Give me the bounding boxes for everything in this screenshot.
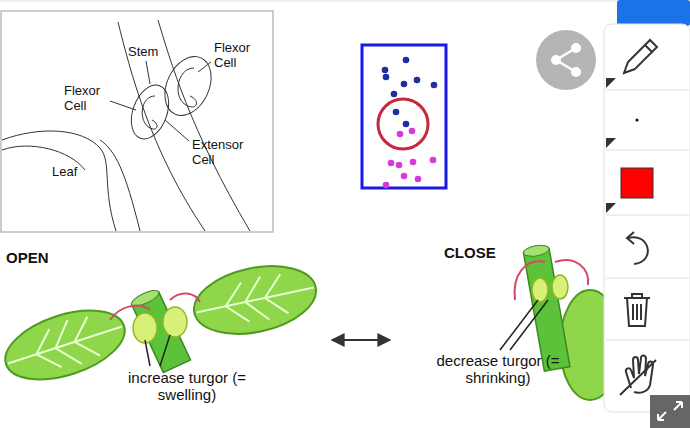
cell-figure	[1, 11, 273, 232]
sketch-dot	[401, 81, 408, 88]
hand-icon	[620, 360, 656, 395]
leader-line	[110, 101, 136, 110]
part-label: Flexor Cell	[64, 84, 110, 114]
shrunk-cell	[532, 278, 548, 302]
sketch-dot	[409, 128, 416, 135]
leaf	[192, 266, 319, 334]
sketch-dot	[388, 160, 395, 167]
sketch-dot	[397, 131, 404, 138]
part-label: Extensor Cell	[192, 138, 254, 168]
hand-icon	[620, 355, 656, 395]
flexor-cell-shape	[156, 49, 220, 123]
sketch-dot	[415, 176, 422, 183]
top-rule	[0, 1, 690, 2]
flexor-cell-shape	[124, 80, 175, 144]
share-button	[536, 30, 596, 90]
state-heading: CLOSE	[444, 244, 514, 261]
undo-icon	[627, 232, 634, 244]
sketch-dot	[431, 82, 438, 89]
cell-curl	[142, 96, 157, 129]
part-label: Stem	[128, 45, 168, 60]
swelling	[163, 307, 187, 337]
double-arrow	[332, 339, 390, 341]
swelling	[133, 313, 157, 343]
leader-line	[198, 62, 211, 72]
sketch-dot	[401, 173, 408, 180]
part-label: Flexor Cell	[214, 41, 260, 71]
sketch-circle	[378, 99, 428, 149]
sketch-dot	[403, 57, 410, 64]
tab	[617, 0, 690, 26]
figure-frame	[1, 11, 273, 232]
sketch-box	[362, 45, 446, 188]
sketch-dot	[414, 77, 421, 84]
motion-curve	[110, 306, 150, 320]
dot-group	[382, 57, 438, 189]
separator	[606, 90, 690, 340]
pencil-icon	[624, 40, 657, 73]
trash-icon	[624, 294, 650, 326]
petiole-line	[100, 140, 140, 231]
toolbar-panel	[604, 24, 690, 412]
sketch-dot	[396, 162, 403, 169]
hand-icon	[626, 355, 653, 392]
leader-line	[500, 300, 538, 350]
sketch-dot	[391, 91, 398, 98]
shrunk-cell	[552, 275, 568, 299]
sketch-dot	[382, 67, 389, 74]
sketch-dot	[410, 159, 417, 166]
turgor-note: increase turgor (= swelling)	[126, 369, 248, 404]
dot-size-icon	[635, 118, 638, 121]
motion-curve	[170, 293, 200, 302]
stem	[523, 244, 550, 258]
annotation-sketch	[362, 45, 446, 188]
pencil-icon	[624, 40, 657, 73]
cell-curl	[178, 68, 197, 107]
stem-line	[118, 22, 205, 231]
trash-icon	[624, 294, 650, 326]
motion-curve	[555, 260, 588, 285]
leaf-outline	[2, 131, 116, 231]
leader-line	[145, 340, 150, 366]
leader-line	[165, 120, 189, 141]
state-heading: OPEN	[6, 249, 66, 266]
share-button	[536, 30, 596, 90]
undo-icon	[627, 232, 648, 264]
leader-line	[510, 300, 548, 350]
sketch-dot	[393, 109, 400, 116]
share-button	[556, 48, 576, 72]
stem	[130, 287, 191, 372]
expand-button	[650, 395, 690, 428]
expand-button	[650, 395, 690, 428]
leaf	[1, 305, 129, 386]
expand-button	[658, 402, 682, 420]
sketch-dot	[430, 157, 437, 164]
leader-line	[160, 335, 170, 366]
color-swatch	[621, 168, 653, 198]
corner-mark	[606, 78, 616, 213]
sketch-dot	[383, 182, 390, 189]
leaf	[0, 297, 133, 392]
leaf	[188, 256, 323, 344]
part-label: Leaf	[52, 165, 92, 180]
leaf	[188, 256, 323, 344]
toolbar	[604, 24, 690, 412]
motion-curve	[515, 261, 545, 300]
sketch-dot	[403, 121, 410, 128]
sketch-dot	[383, 74, 390, 81]
turgor-note: decrease turgor (= shrinking)	[434, 352, 562, 387]
leaf	[0, 297, 133, 392]
leader-line	[146, 61, 150, 84]
